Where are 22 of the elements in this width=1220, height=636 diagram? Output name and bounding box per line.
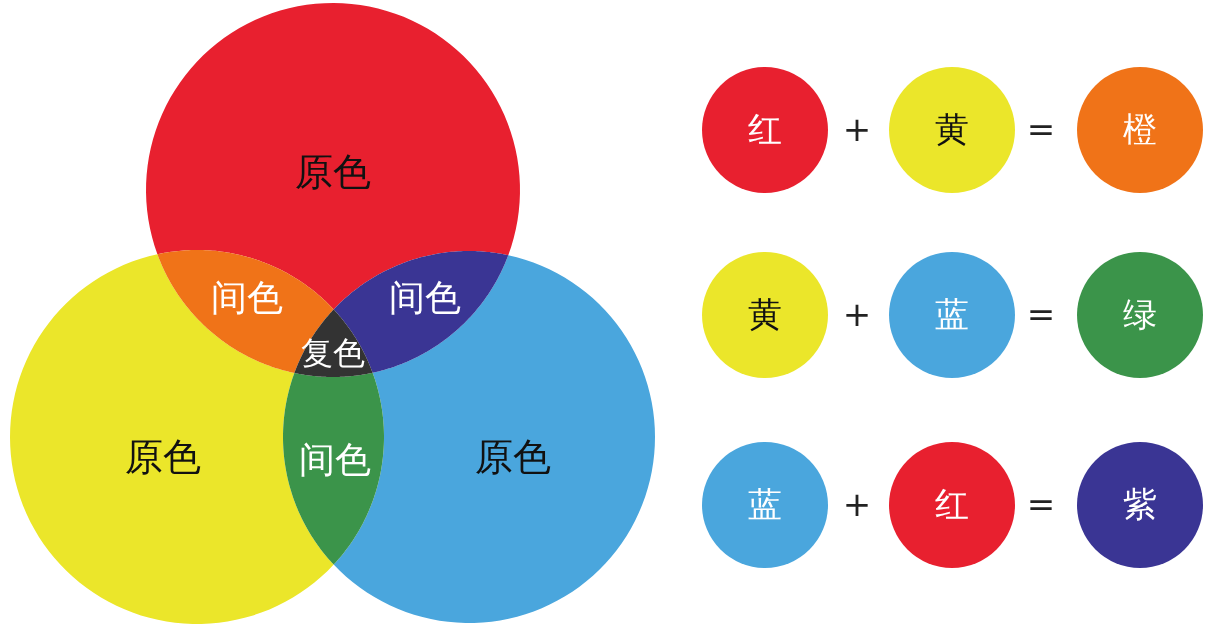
overlap-label: 复色 (301, 336, 365, 372)
equals-sign: = (1026, 486, 1056, 524)
circle-label: 红 (748, 111, 782, 149)
circle-label: 黄 (748, 296, 782, 334)
circle-label: 蓝 (935, 296, 969, 334)
overlap-label: 间色 (299, 440, 371, 480)
circle-label: 绿 (1123, 296, 1157, 334)
circle-label: 原色 (295, 150, 371, 194)
circle-label: 原色 (475, 435, 551, 479)
plus-sign: + (842, 296, 872, 334)
overlap-label: 间色 (389, 278, 461, 318)
circle-label: 红 (935, 486, 969, 524)
circle-label: 橙 (1123, 111, 1157, 149)
circle-label: 紫 (1123, 486, 1157, 524)
plus-sign: + (842, 111, 872, 149)
equals-sign: = (1026, 111, 1056, 149)
equals-sign: = (1026, 296, 1056, 334)
circle-label: 蓝 (748, 486, 782, 524)
circle-label: 黄 (935, 111, 969, 149)
plus-sign: + (842, 486, 872, 524)
circle-label: 原色 (125, 435, 201, 479)
overlap-label: 间色 (211, 278, 283, 318)
